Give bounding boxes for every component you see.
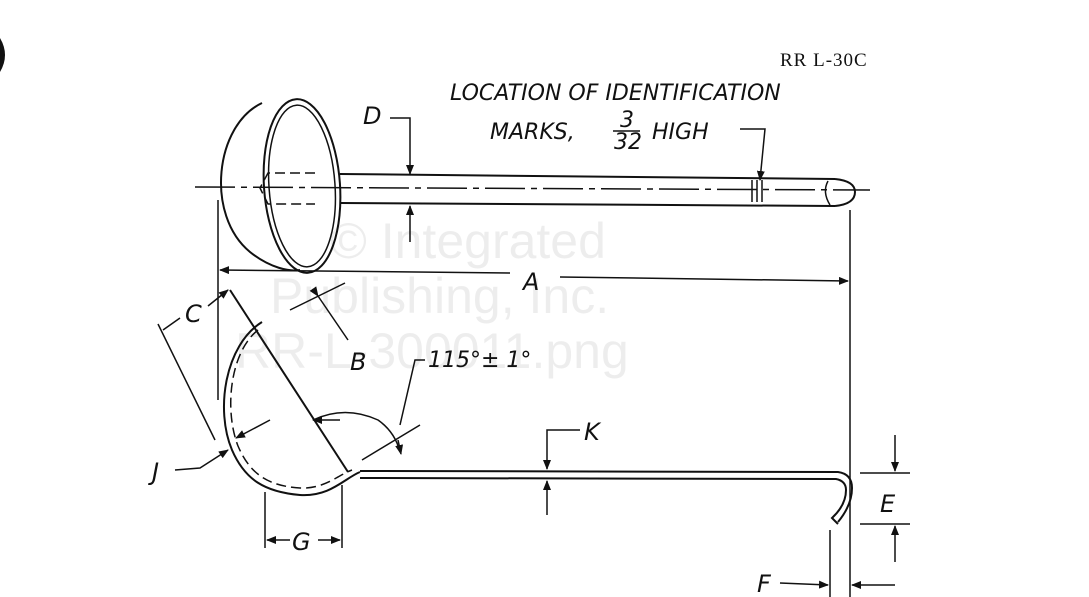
bowl-rim-line: [229, 289, 349, 473]
fraction-denominator: 32: [614, 130, 642, 155]
label-b: B: [350, 348, 366, 376]
handle-side-top: [359, 470, 854, 523]
bowl-side-outer: [222, 321, 361, 497]
angle-leader: [399, 359, 425, 426]
label-d: D: [363, 102, 381, 130]
note-high: HIGH: [652, 120, 709, 145]
top-view: D: [194, 98, 871, 274]
angle-label: 115°± 1°: [428, 348, 531, 373]
label-g: G: [292, 528, 311, 556]
angle-arc: [312, 411, 401, 453]
note-leader: [740, 128, 766, 181]
dimension-a: A: [217, 200, 851, 597]
handle-end: [834, 178, 857, 207]
bowl-rim-outer: [262, 98, 342, 274]
bowl-outline: [220, 102, 301, 272]
note-marks: MARKS,: [490, 120, 575, 145]
bowl-rim-inner: [267, 104, 337, 268]
watermark: © Integrated Publishing, Inc. RR-L-30001…: [235, 213, 629, 379]
scan-artifact: [0, 38, 5, 72]
identification-marks: [751, 180, 763, 202]
watermark-line3: RR-L-300011.png: [235, 323, 629, 379]
watermark-line1: © Integrated: [330, 213, 606, 269]
side-view: 115°± 1° B C J G K E F: [148, 282, 910, 597]
fraction-numerator: 3: [620, 108, 634, 133]
note-line1: LOCATION OF IDENTIFICATION: [450, 81, 781, 106]
handle-end-curve: [824, 180, 831, 206]
handle-top-edge: [339, 173, 836, 180]
centerline: [194, 186, 871, 191]
label-f: F: [757, 570, 772, 597]
note-line2: MARKS, 3 32 HIGH: [490, 108, 709, 155]
handle-bottom-edge: [339, 202, 836, 207]
hidden-handle: [259, 172, 315, 205]
bowl-side-inner: [229, 329, 353, 489]
label-k: K: [584, 418, 602, 446]
label-e: E: [880, 490, 896, 518]
label-c: C: [185, 300, 202, 328]
label-a: A: [521, 268, 539, 296]
label-j: J: [148, 458, 159, 486]
watermark-line2: Publishing, Inc.: [270, 268, 609, 324]
handle-side-bottom: [359, 477, 848, 525]
document-code: RR L-30C: [780, 50, 868, 71]
dimension-d-arrow-top: [390, 117, 414, 175]
